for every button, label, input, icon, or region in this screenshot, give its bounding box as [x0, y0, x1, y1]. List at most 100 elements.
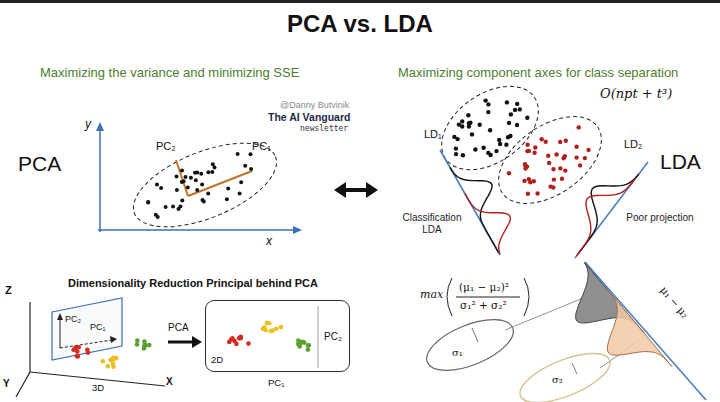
top-bar	[0, 0, 720, 3]
data-point	[114, 356, 119, 361]
formula: (μ₁ − μ₂)²	[459, 281, 509, 293]
data-point	[466, 113, 470, 117]
data-point	[486, 151, 490, 155]
data-point	[508, 134, 512, 138]
data-point	[189, 176, 193, 180]
data-point	[225, 197, 229, 201]
z-axis	[29, 302, 30, 372]
data-point	[299, 340, 304, 345]
data-point	[146, 200, 150, 204]
dashed-ellipse	[122, 126, 288, 244]
data-point	[186, 186, 190, 190]
data-point	[238, 191, 242, 195]
data-point	[507, 121, 511, 125]
data-point	[306, 343, 311, 348]
mean-difference: μ₁ − μ₂	[658, 284, 691, 321]
data-point	[279, 325, 284, 330]
data-point	[460, 119, 464, 123]
y-axis	[16, 372, 30, 397]
data-point	[461, 153, 465, 157]
arrow-head	[110, 336, 117, 343]
formula: max	[420, 289, 443, 302]
data-point	[75, 354, 80, 359]
data-point	[249, 167, 253, 171]
subtitle: Maximizing the variance and minimizing S…	[40, 66, 299, 81]
projection-box: 2DPC₂	[205, 300, 350, 372]
arrow-head	[366, 182, 378, 198]
data-point	[100, 359, 105, 364]
data-point	[574, 155, 578, 159]
data-point	[478, 123, 482, 127]
data-point	[558, 140, 562, 144]
data-point	[515, 123, 519, 127]
data-point	[509, 112, 513, 116]
data-point	[194, 178, 198, 182]
watermark: The AI Vanguard	[268, 111, 350, 123]
data-point	[554, 152, 558, 156]
data-point	[486, 110, 490, 114]
data-point	[547, 161, 551, 165]
data-point	[540, 137, 544, 141]
data-point	[532, 151, 536, 155]
data-point	[111, 364, 116, 369]
data-point	[234, 342, 239, 347]
axis-label: X	[166, 376, 173, 388]
section-title: Dimensionality Reduction Principal behin…	[68, 277, 318, 290]
x-axis	[98, 229, 296, 231]
data-point	[505, 100, 509, 104]
data-point	[564, 139, 568, 143]
sigma-label: σ₁	[452, 347, 463, 359]
data-point	[243, 164, 247, 168]
dashed-ellipse	[426, 69, 553, 187]
data-point	[307, 343, 312, 348]
data-point	[206, 192, 210, 196]
data-point	[182, 179, 186, 183]
pc1-arrow	[60, 340, 112, 348]
data-point	[483, 98, 487, 102]
distribution-curves	[450, 167, 672, 366]
data-point	[200, 182, 204, 186]
sigma-mark	[572, 363, 577, 374]
data-points	[71, 98, 590, 369]
dashed-ellipse	[483, 99, 617, 221]
data-point	[533, 145, 537, 149]
sigma-label: σ₂	[552, 374, 563, 386]
data-point	[473, 147, 477, 151]
data-point	[76, 354, 81, 359]
data-point	[236, 152, 240, 156]
axis-label: Z	[5, 284, 12, 297]
distribution-curve	[607, 293, 672, 367]
data-point	[551, 167, 555, 171]
pc1-axis	[188, 171, 252, 196]
data-point	[211, 162, 215, 166]
data-point	[155, 183, 159, 187]
data-point	[488, 128, 492, 132]
data-point	[522, 179, 526, 183]
data-point	[577, 125, 581, 129]
data-point	[142, 346, 147, 351]
data-point	[525, 143, 529, 147]
data-point	[300, 339, 305, 344]
data-point	[180, 198, 184, 202]
panel-label: LDA	[660, 150, 701, 174]
data-point	[239, 180, 243, 184]
data-point	[558, 166, 562, 170]
data-point	[546, 154, 550, 158]
data-point	[159, 186, 163, 190]
pc2-line	[318, 306, 319, 368]
data-point	[246, 341, 251, 346]
data-point	[206, 170, 210, 174]
arrow-head	[96, 122, 104, 131]
parenthesis	[524, 278, 529, 316]
data-point	[515, 102, 519, 106]
data-point	[195, 188, 199, 192]
data-point	[561, 156, 565, 160]
ld2-axis	[575, 162, 648, 258]
data-point	[563, 168, 567, 172]
parenthesis	[447, 278, 452, 316]
data-point	[229, 337, 234, 342]
data-point	[156, 215, 160, 219]
data-point	[178, 204, 182, 208]
